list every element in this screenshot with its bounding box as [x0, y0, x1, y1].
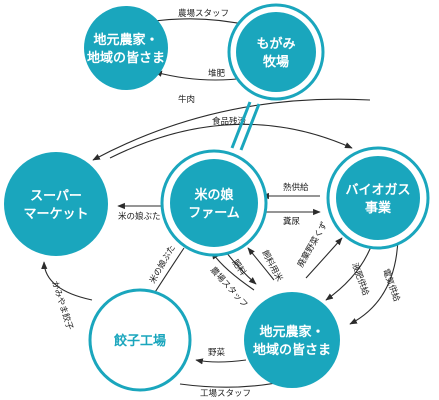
edge-label-vegetables: 野菜	[208, 347, 226, 358]
edge-label-farm-staff-top: 農場スタッフ	[178, 8, 229, 19]
edge-beef	[92, 98, 371, 161]
node-farmers-bottom: 地元農家・ 地域の皆さま	[244, 292, 340, 388]
edge-label-food-waste: 食品残渣	[212, 116, 247, 127]
node-farmers-bottom-line2: 地域の皆さま	[253, 342, 331, 358]
node-supermarket: スーパー マーケット	[4, 152, 108, 256]
node-gyoza-line1: 餃子工場	[114, 333, 166, 349]
node-gyoza-factory: 餃子工場	[88, 288, 192, 392]
edge-electricity	[349, 237, 399, 325]
link-mogami-farm-b	[239, 103, 261, 151]
edge-compost	[154, 70, 247, 81]
edge-label-manure: 糞尿	[283, 216, 301, 227]
edge-gyoza-super	[41, 261, 93, 301]
edge-feed-rice	[247, 247, 275, 281]
edge-fertilizer	[225, 251, 257, 285]
node-biogas-line1: バイオガス	[345, 183, 410, 198]
node-supermarket-line2: マーケット	[23, 207, 88, 222]
edge-label-electricity: 電気供給	[380, 267, 402, 303]
node-farmers-top-line2: 地域の皆さま	[87, 50, 165, 66]
edge-label-veg-waste: 廃棄野菜くず	[295, 220, 330, 270]
node-komenomusume-farm: 米の娘 ファーム	[160, 149, 268, 257]
link-mogami-farm-a	[230, 101, 252, 149]
node-supermarket-line1: スーパー	[30, 189, 82, 204]
edge-label-beef: 牛肉	[178, 94, 195, 105]
edge-label-compost: 堆肥	[208, 68, 226, 79]
node-biogas-line2: 事業	[365, 200, 392, 216]
node-komenomusume-line1: 米の娘	[194, 187, 234, 203]
node-biogas: バイオガス 事業	[326, 146, 430, 250]
edge-label-factory-staff: 工場スタッフ	[200, 388, 251, 399]
node-mogami: もがみ 牧場	[227, 3, 325, 101]
edge-label-gyoza-super: かみやま餃子	[49, 280, 75, 332]
edge-label-liquid-fert: 液肥供給	[349, 261, 371, 297]
edge-veg-waste	[305, 237, 343, 279]
edge-label-heat: 熱供給	[283, 182, 309, 193]
edge-vegetables	[195, 358, 247, 365]
node-mogami-line1: もがみ	[256, 36, 295, 52]
node-farmers-top-line1: 地元農家・	[93, 32, 158, 48]
node-farmers-top: 地元農家・ 地域の皆さま	[84, 6, 168, 90]
node-farmers-bottom-line1: 地元農家・	[259, 324, 324, 340]
node-mogami-line2: 牧場	[263, 54, 289, 70]
edge-label-pork-super: 米の娘ぶた	[118, 211, 161, 222]
node-komenomusume-line2: ファーム	[188, 206, 240, 221]
edge-liquid-fert	[325, 243, 373, 301]
edge-food-waste	[109, 123, 353, 159]
